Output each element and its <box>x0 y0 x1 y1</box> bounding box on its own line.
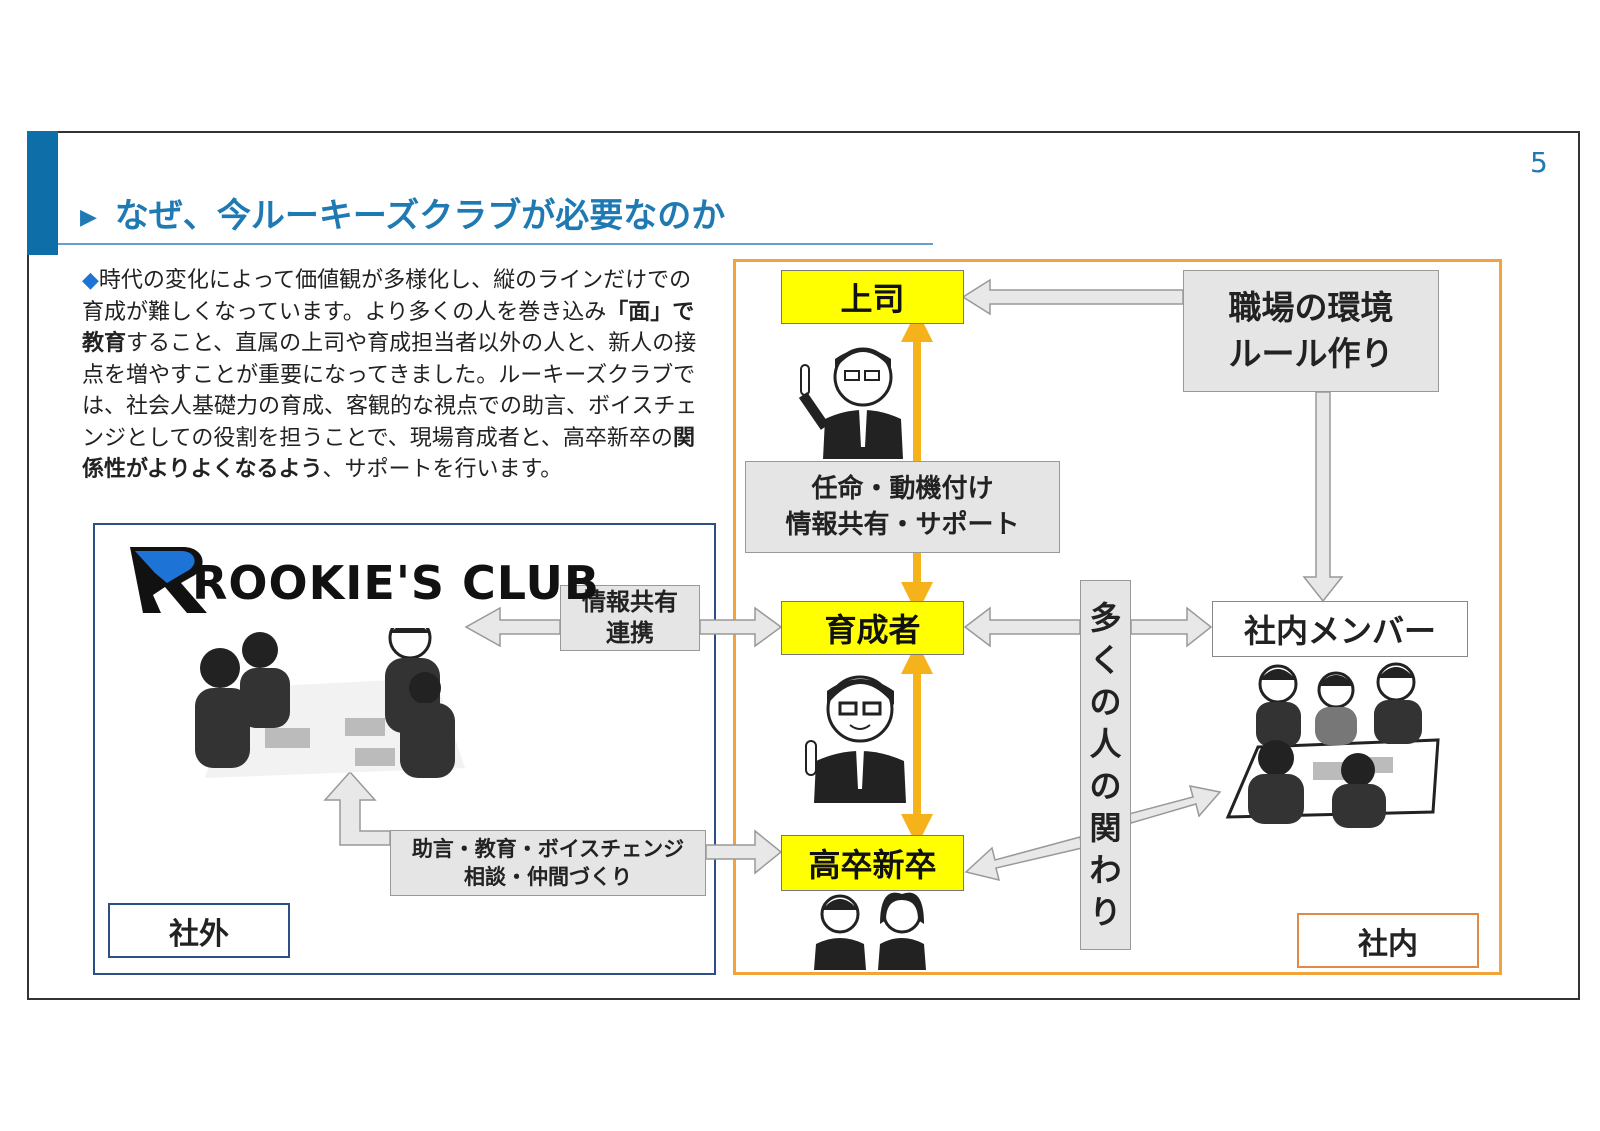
trainer-illustration <box>805 675 906 803</box>
role-line2: 情報共有・サポート <box>785 510 1020 540</box>
many-people-char: 多 <box>1089 599 1122 637</box>
many-people-char: の <box>1089 683 1122 721</box>
inside-label: 社内 <box>1297 913 1479 968</box>
share-to-trainer-arrow <box>699 606 783 648</box>
advice-to-rookie-arrow <box>323 770 391 846</box>
boss-illustration <box>798 347 903 459</box>
many-people-char: わ <box>1089 851 1122 889</box>
title-underline <box>58 243 933 245</box>
workplace-to-members-arrow <box>1302 391 1344 603</box>
page-number: 5 <box>1530 146 1548 179</box>
intro-bold-2: 関係性がよりよくなるよう <box>82 425 695 483</box>
workplace-box: 職場の環境 ルール作り <box>1183 270 1439 392</box>
workplace-line1: 職場の環境 <box>1228 288 1394 327</box>
members-meeting-illustration <box>1225 662 1440 828</box>
workplace-line2: ルール作り <box>1228 334 1394 373</box>
share-box: 情報共有 連携 <box>560 585 700 651</box>
advice-line2: 相談・仲間づくり <box>464 865 632 889</box>
advice-to-newhire-arrow <box>705 829 783 875</box>
members-node: 社内メンバー <box>1212 601 1468 657</box>
role-line1: 任命・動機付け <box>811 474 994 504</box>
many-people-char: 関 <box>1089 809 1122 847</box>
inside-company-frame <box>733 259 1502 975</box>
diamond-bullet-icon: ◆ <box>82 268 99 293</box>
many-people-char: く <box>1089 641 1122 679</box>
many-people-char: 人 <box>1089 725 1122 763</box>
many-to-newhire-arrow <box>964 836 1083 882</box>
many-people-char: り <box>1089 893 1122 931</box>
many-people-vertical-text: 多くの人の関わり <box>1089 597 1121 933</box>
rookies-club-logo-text: ROOKIE'S CLUB <box>192 556 600 610</box>
intro-text-2: すること、直属の上司や育成担当者以外の人と、新人の接点を増やすことが重要になって… <box>82 331 698 451</box>
workplace-to-boss-arrow <box>961 278 1184 316</box>
share-line1: 情報共有 <box>582 588 678 616</box>
trainer-node: 育成者 <box>781 601 964 655</box>
title-accent-bar <box>27 131 58 255</box>
many-to-members-arrow <box>1130 606 1213 648</box>
page-title-text: なぜ、今ルーキーズクラブが必要なのか <box>114 196 726 236</box>
intro-bold-1: 「面」で教育 <box>82 299 695 357</box>
outside-company-frame <box>93 523 716 975</box>
people-meeting-illustration <box>195 628 465 778</box>
many-to-trainer-arrow <box>963 606 1081 648</box>
advice-box: 助言・教育・ボイスチェンジ 相談・仲間づくり <box>390 830 706 896</box>
newhire-illustration <box>814 892 926 970</box>
page-title: ▶ なぜ、今ルーキーズクラブが必要なのか <box>80 188 725 237</box>
intro-text-1: 時代の変化によって価値観が多様化し、縦のラインだけでの育成が難しくなっています。… <box>82 268 692 325</box>
boss-node: 上司 <box>781 270 964 324</box>
share-to-rookie-arrow <box>464 606 561 648</box>
share-line2: 連携 <box>606 619 654 647</box>
many-to-members-group-arrow <box>1128 785 1222 824</box>
advice-line1: 助言・教育・ボイスチェンジ <box>411 837 685 861</box>
many-people-box: 多くの人の関わり <box>1080 580 1131 950</box>
triangle-bullet-icon: ▶ <box>80 205 97 230</box>
role-box: 任命・動機付け 情報共有・サポート <box>745 461 1060 553</box>
outside-label: 社外 <box>108 903 290 958</box>
many-people-char: の <box>1089 767 1122 805</box>
rookies-club-logo <box>130 547 207 613</box>
intro-paragraph: ◆時代の変化によって価値観が多様化し、縦のラインだけでの育成が難しくなっています… <box>82 265 712 486</box>
intro-text-3: 、サポートを行います。 <box>322 457 563 482</box>
newhire-node: 高卒新卒 <box>781 835 964 891</box>
